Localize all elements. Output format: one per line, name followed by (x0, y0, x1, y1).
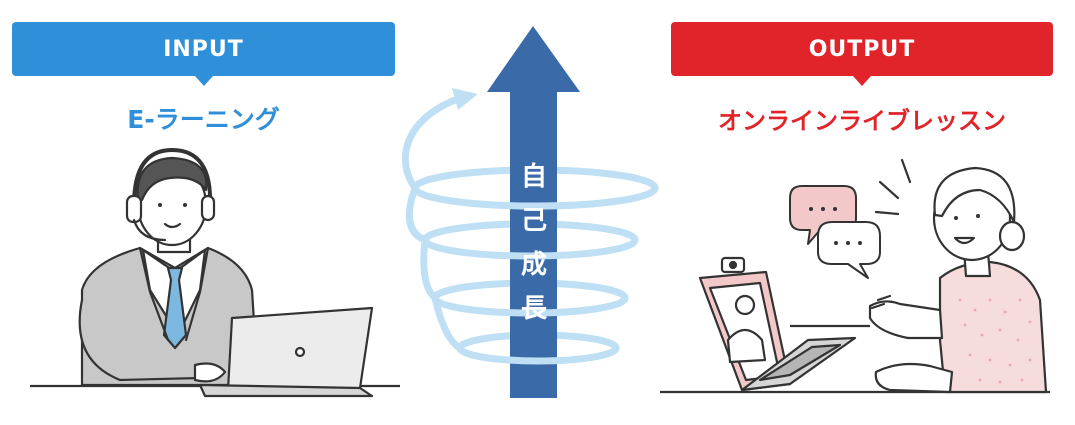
spiral-front-icon (401, 96, 659, 365)
growth-char-1: 自 (520, 162, 547, 192)
excitement-lines-icon (874, 158, 912, 216)
output-subtitle: オンラインライブレッスン (718, 106, 1006, 135)
blouse-dots-icon (958, 298, 1032, 384)
input-subtitle: E-ラーニング (127, 105, 280, 134)
growth-char-3: 成 (520, 250, 547, 280)
growth-char-2: 己 (520, 206, 547, 236)
businessman-icon (78, 148, 260, 387)
input-banner: INPUT (12, 22, 395, 86)
input-banner-label: INPUT (163, 36, 244, 62)
output-banner-label: OUTPUT (808, 36, 916, 62)
woman-icon (868, 166, 1048, 394)
spiral-arrowhead-icon (452, 88, 478, 110)
output-banner: OUTPUT (671, 22, 1053, 86)
growth-char-4: 長 (520, 294, 547, 324)
growth-arrow-icon (487, 26, 580, 398)
growth-label: 自 己 成 長 (510, 160, 558, 326)
right-laptop-icon (698, 256, 857, 392)
left-laptop-icon (198, 306, 374, 398)
speech-bubble-white-icon (817, 221, 881, 279)
